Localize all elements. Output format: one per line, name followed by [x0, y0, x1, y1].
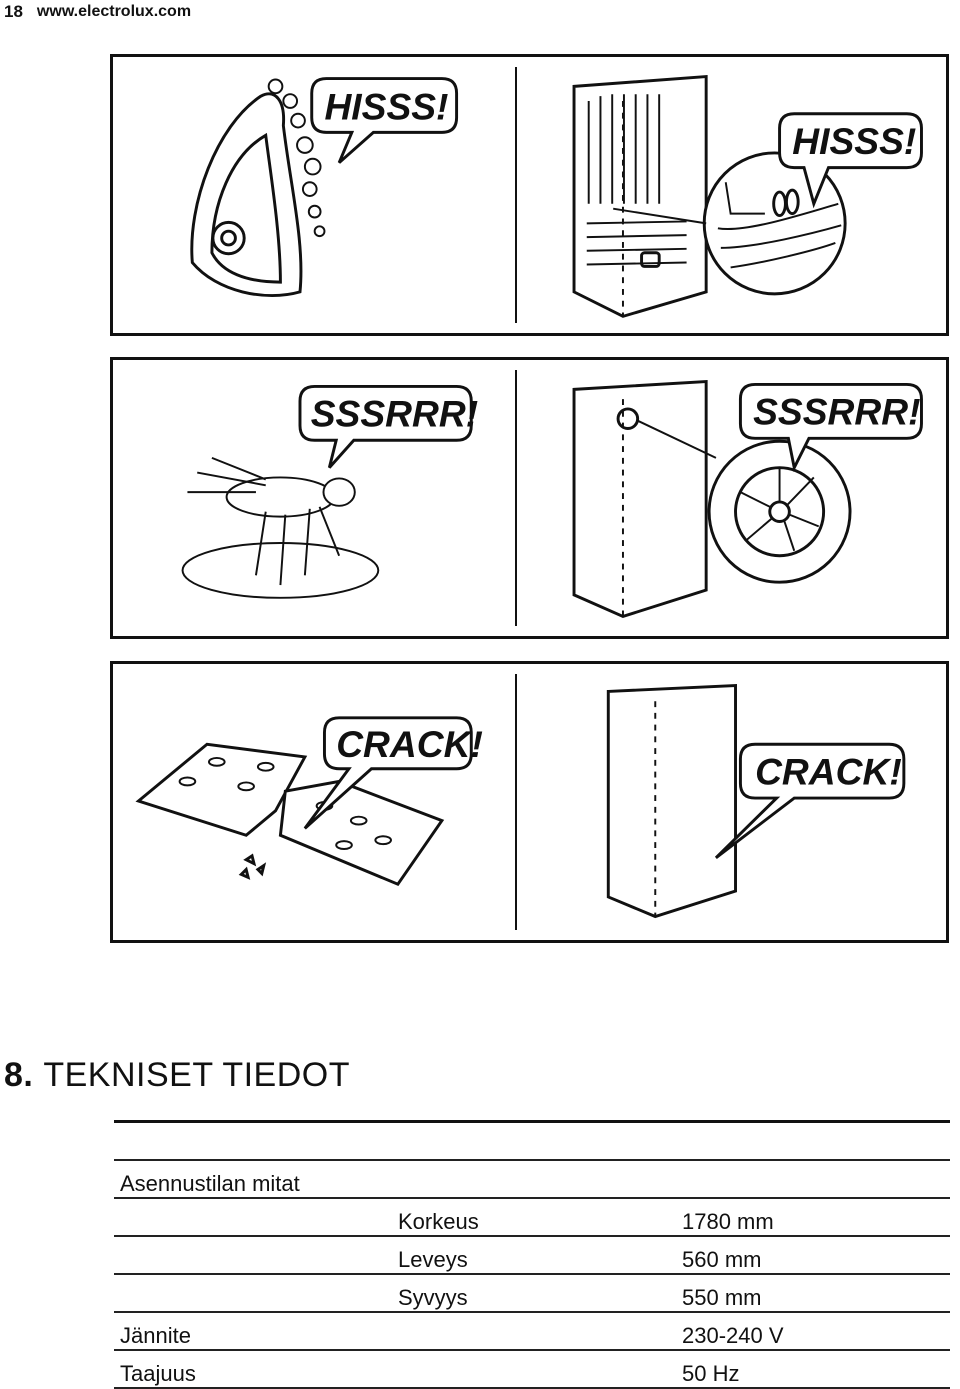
crack-illustration: CRACK! CRACK!	[135, 683, 906, 919]
table-row: Taajuus 50 Hz	[114, 1350, 950, 1389]
spec-label	[114, 1198, 392, 1237]
spec-label	[114, 1274, 392, 1313]
bubble-right-text: CRACK!	[755, 750, 902, 792]
bubble-right-text: SSSRRR!	[753, 391, 920, 433]
specs-table: Asennustilan mitat Korkeus 1780 mm Levey…	[114, 1120, 950, 1389]
table-row: Syvyys 550 mm	[114, 1274, 950, 1313]
spec-value: 230-240 V	[676, 1312, 950, 1351]
page-header: 18 www.electrolux.com	[0, 0, 191, 24]
spec-sublabel: Leveys	[392, 1236, 676, 1275]
section-number: 8.	[4, 1056, 34, 1094]
panel-divider	[515, 370, 517, 626]
speech-bubble-right: SSSRRR!	[738, 383, 923, 473]
fridge-icon	[572, 379, 708, 618]
spec-sublabel	[392, 1350, 676, 1389]
bubble-right-text: HISSS!	[792, 120, 916, 162]
panel-divider	[515, 674, 517, 930]
table-row	[114, 1120, 950, 1161]
section-title-text: TEKNISET TIEDOT	[43, 1056, 350, 1094]
fridge-icon	[606, 683, 737, 919]
table-row: Asennustilan mitat	[114, 1160, 950, 1199]
spec-sublabel: Syvyys	[392, 1274, 676, 1313]
table-row: Korkeus 1780 mm	[114, 1198, 950, 1237]
spec-value	[676, 1160, 950, 1199]
spec-label	[114, 1236, 392, 1275]
sssrrr-illustration: SSSRRR! SSSRRR!	[181, 379, 923, 618]
speech-bubble-left: CRACK!	[303, 716, 483, 830]
spec-label: Taajuus	[114, 1350, 392, 1389]
fridge-back-icon	[572, 74, 708, 318]
bubble-left-text: CRACK!	[336, 723, 483, 765]
bubble-left-text: HISSS!	[324, 86, 448, 128]
table-row: Jännite 230-240 V	[114, 1312, 950, 1351]
hiss-illustration: HISSS! HISSS!	[190, 74, 923, 318]
section-heading: 8.TEKNISET TIEDOT	[4, 1056, 350, 1095]
spec-label: Jännite	[114, 1312, 392, 1351]
fan-zoom-icon	[637, 419, 852, 584]
spec-value: 560 mm	[676, 1236, 950, 1275]
spec-sublabel: Korkeus	[392, 1198, 676, 1237]
illustration-panel-crack: CRACK! CRACK!	[110, 661, 949, 943]
spec-sublabel	[392, 1160, 676, 1199]
speech-bubble-left: HISSS!	[310, 77, 459, 164]
page-number: 18	[4, 2, 23, 21]
spec-value: 550 mm	[676, 1274, 950, 1313]
illustration-panel-hiss: HISSS! HISSS!	[110, 54, 949, 336]
spec-sublabel	[392, 1120, 676, 1161]
spec-value: 50 Hz	[676, 1350, 950, 1389]
spec-label: Asennustilan mitat	[114, 1160, 392, 1199]
panel-divider	[515, 67, 517, 323]
table-row: Leveys 560 mm	[114, 1236, 950, 1275]
site-url: www.electrolux.com	[36, 3, 192, 20]
spec-label	[114, 1120, 392, 1161]
steam-puffs-icon	[267, 78, 326, 238]
fly-icon	[181, 456, 380, 599]
speech-bubble-left: SSSRRR!	[298, 384, 478, 469]
spec-sublabel	[392, 1312, 676, 1351]
bubble-left-text: SSSRRR!	[311, 393, 478, 435]
speech-bubble-right: CRACK!	[714, 742, 906, 859]
speech-bubble-right: HISSS!	[778, 112, 923, 209]
spec-value: 1780 mm	[676, 1198, 950, 1237]
iron-icon	[190, 92, 303, 298]
spec-value	[676, 1120, 950, 1161]
illustration-panel-sssrrr: SSSRRR! SSSRRR!	[110, 357, 949, 639]
